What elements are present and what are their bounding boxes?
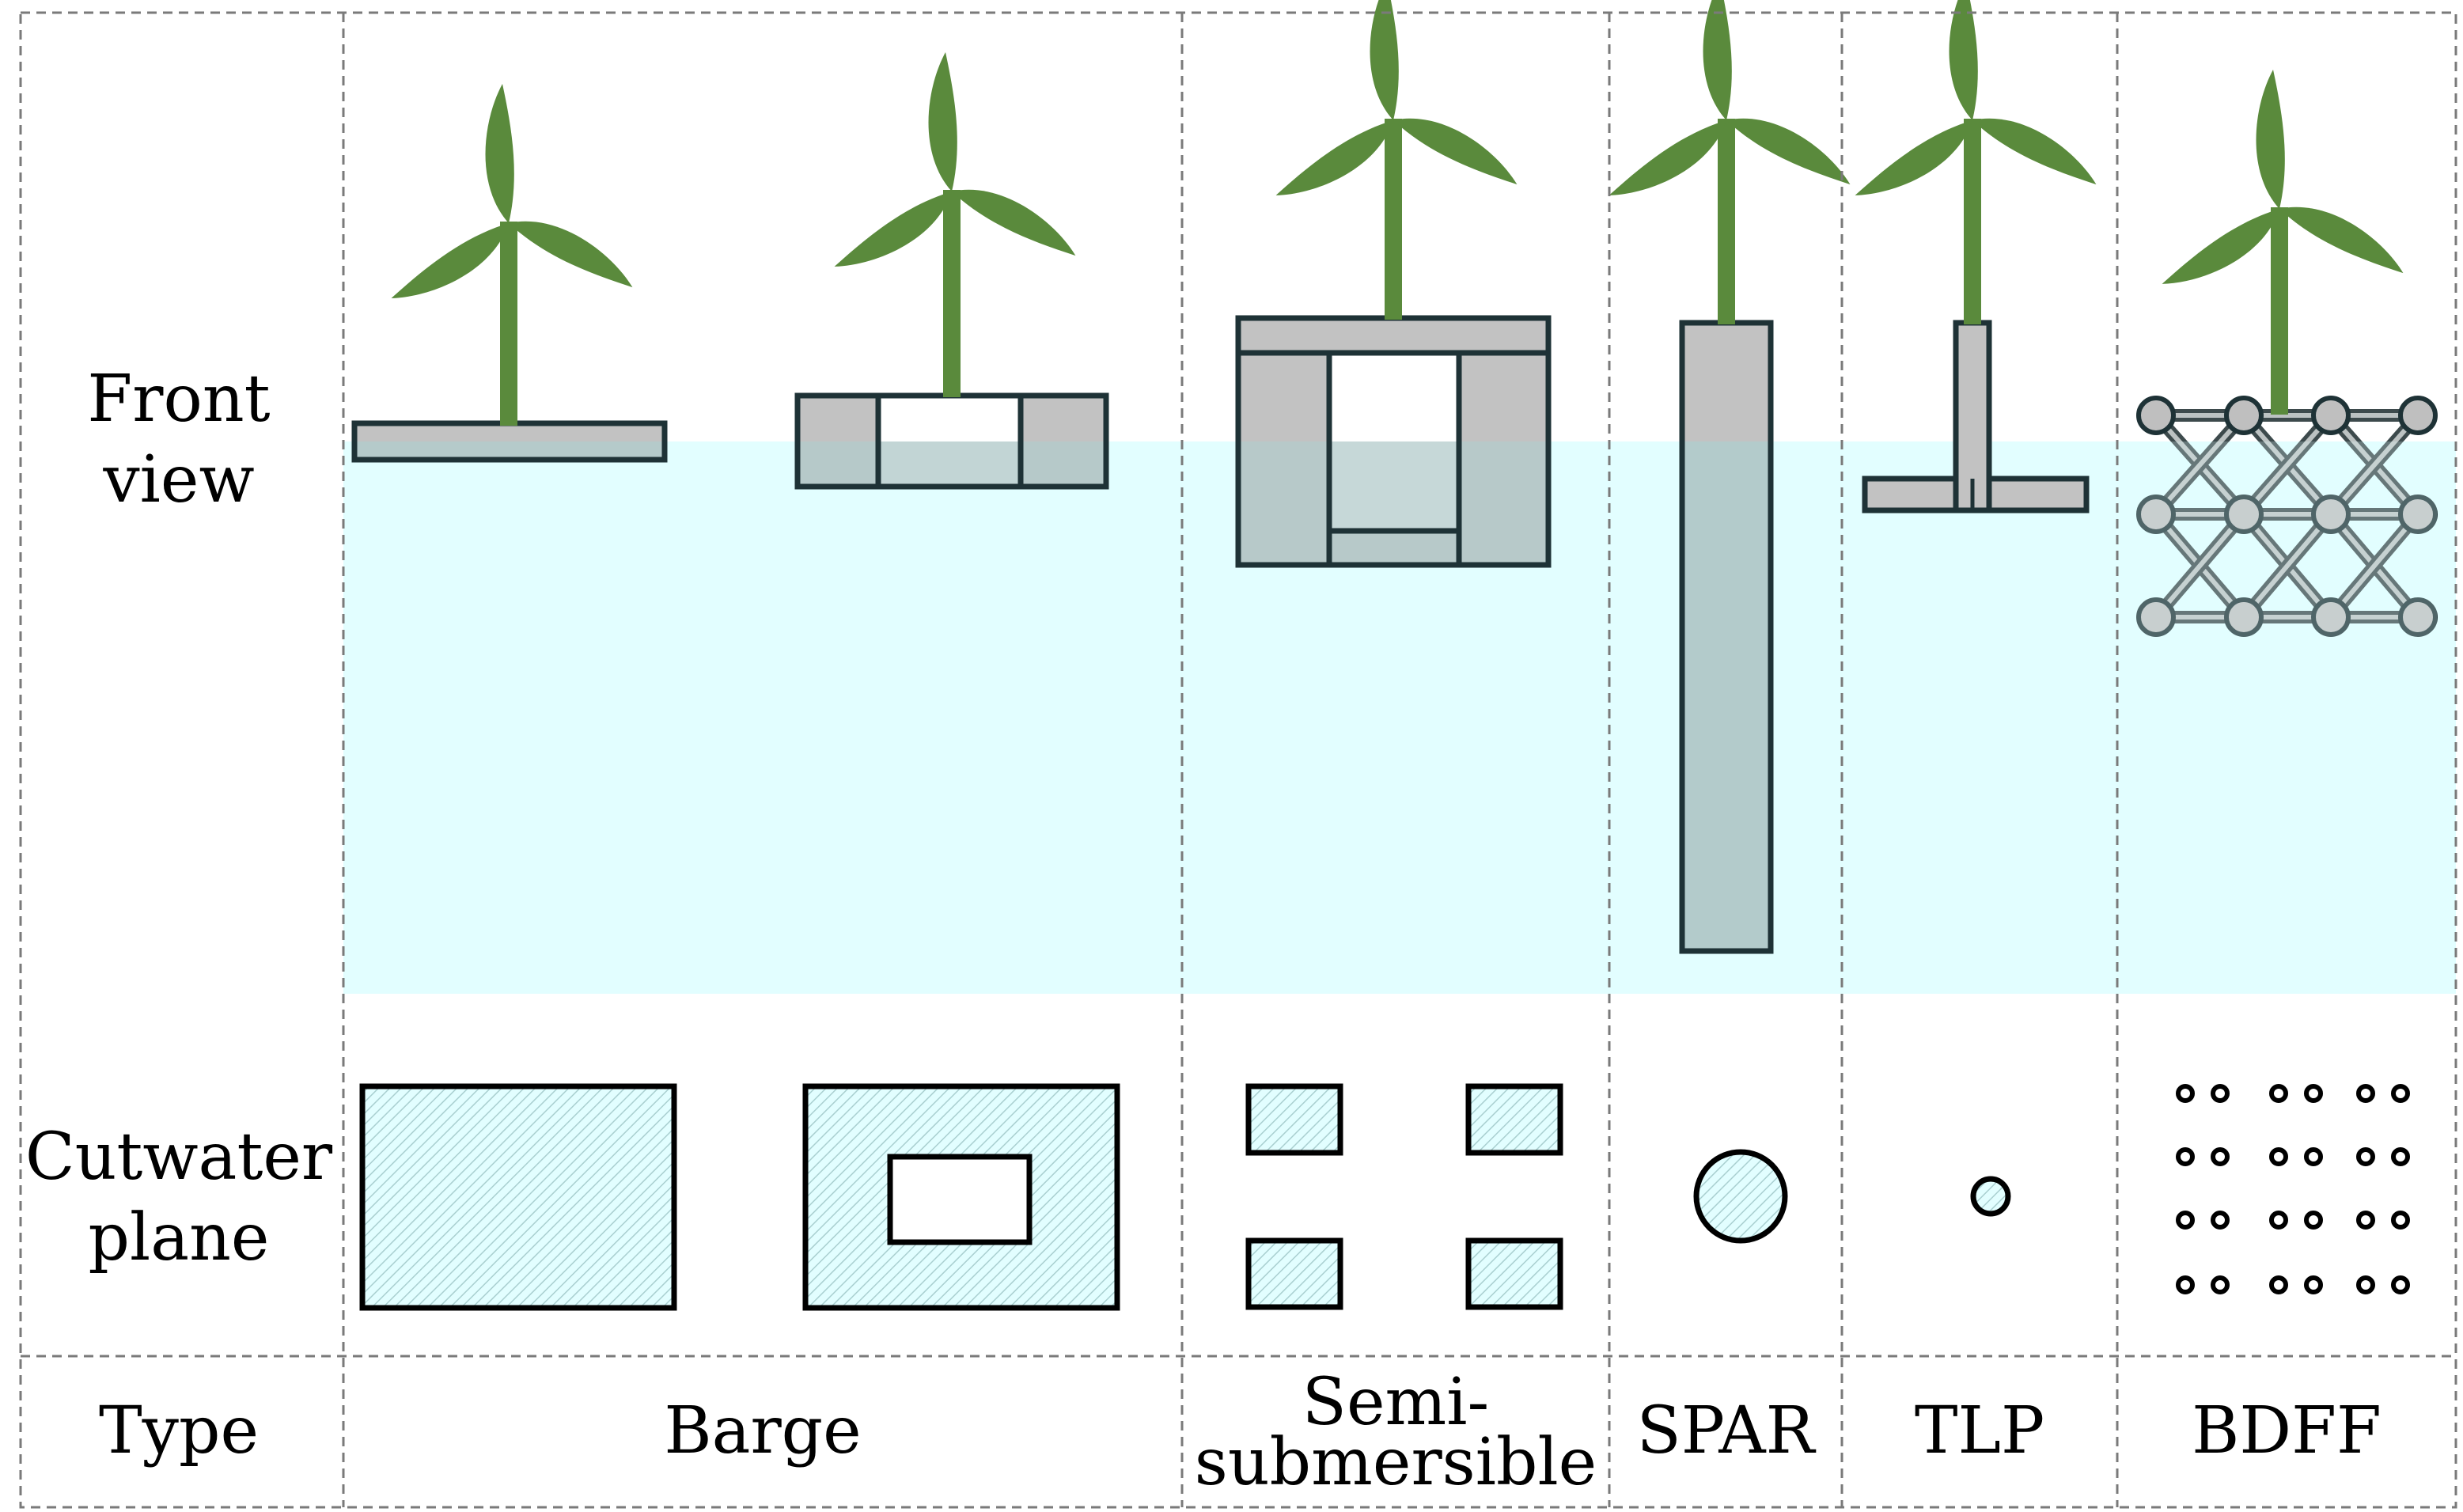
bdff-cutwater-dot xyxy=(2176,1211,2195,1230)
spar-cutwater xyxy=(1693,1149,1788,1244)
wind-turbine-icon xyxy=(2156,70,2412,415)
bdff-cutwater-dot xyxy=(2304,1147,2323,1166)
bdff-cutwater-dot xyxy=(2211,1211,2230,1230)
lattice-member-inner xyxy=(2154,513,2246,619)
wind-turbine-icon xyxy=(1849,0,2105,324)
row-label-cutwater-line2: plane xyxy=(89,1200,270,1275)
lattice-member-inner xyxy=(2328,414,2420,516)
bdff-cutwater-dot xyxy=(2304,1275,2323,1294)
type-label-bdff: BDFF xyxy=(2192,1393,2382,1468)
lattice-node xyxy=(2398,597,2438,637)
type-label-spar: SPAR xyxy=(1637,1393,1817,1468)
lattice-node xyxy=(2224,396,2264,435)
lattice-node xyxy=(2224,495,2264,534)
tlp-front xyxy=(1862,320,2090,513)
tlp-cutwater xyxy=(1970,1176,2011,1217)
row-label-front-view-line2: view xyxy=(102,442,254,517)
lattice-node xyxy=(2398,495,2438,534)
bdff-cutwater-dot xyxy=(2176,1275,2195,1294)
row-label-front-view-line1: Front xyxy=(87,362,270,437)
type-label-semi-line2: submersible xyxy=(1195,1425,1597,1500)
bdff-cutwater-dot xyxy=(2211,1275,2230,1294)
barge-flat-front xyxy=(351,420,668,463)
lattice-member-inner xyxy=(2328,513,2420,619)
bdff-cutwater-dot xyxy=(2304,1211,2323,1230)
semi-submersible-cutwater xyxy=(1245,1083,1563,1310)
bdff-cutwater-dot xyxy=(2356,1147,2375,1166)
lattice-member-inner xyxy=(2241,414,2333,516)
wind-turbine-icon xyxy=(828,52,1085,397)
lattice-node xyxy=(2311,597,2351,637)
bdff-cutwater-dot xyxy=(2211,1084,2230,1103)
wind-turbine-icon xyxy=(1603,0,1859,324)
type-label-barge: Barge xyxy=(664,1393,861,1468)
barge-moonpool-cutwater xyxy=(802,1083,1120,1311)
lattice-member-inner xyxy=(2154,414,2246,516)
bdff-cutwater-dot xyxy=(2304,1084,2323,1103)
wind-turbine-icon xyxy=(385,84,642,426)
spar-front xyxy=(1679,320,1774,954)
lattice-member-inner xyxy=(2241,513,2333,619)
type-label-semi-line1: Semi- xyxy=(1302,1365,1489,1440)
bdff-cutwater-dot xyxy=(2269,1275,2288,1294)
lattice-node xyxy=(2136,495,2176,534)
bdff-cutwater-dot xyxy=(2391,1211,2410,1230)
bdff-cutwater-dot xyxy=(2391,1275,2410,1294)
row-label-cutwater-line1: Cutwater xyxy=(25,1120,333,1195)
table-grid xyxy=(19,11,2457,1509)
bdff-cutwater xyxy=(2176,1084,2410,1294)
bdff-cutwater-dot xyxy=(2391,1147,2410,1166)
lattice-node xyxy=(2224,597,2264,637)
bdff-cutwater-dot xyxy=(2176,1147,2195,1166)
bdff-submerged-tint xyxy=(2136,441,2437,639)
bdff-cutwater-dot xyxy=(2211,1147,2230,1166)
bdff-cutwater-dot xyxy=(2356,1211,2375,1230)
bdff-front xyxy=(2136,396,2438,639)
bdff-cutwater-dot xyxy=(2356,1275,2375,1294)
lattice-node xyxy=(2311,396,2351,435)
bdff-cutwater-dot xyxy=(2391,1084,2410,1103)
lattice-node xyxy=(2398,396,2438,435)
type-label-tlp: TLP xyxy=(1915,1393,2044,1468)
row-label-type: Type xyxy=(99,1393,259,1468)
lattice-node xyxy=(2311,495,2351,534)
semi-submersible-front xyxy=(1235,315,1552,568)
bdff-cutwater-dot xyxy=(2269,1084,2288,1103)
lattice-node xyxy=(2136,396,2176,435)
barge-moonpool-front xyxy=(794,392,1109,490)
bdff-cutwater-dot xyxy=(2176,1084,2195,1103)
lattice-node xyxy=(2136,597,2176,637)
bdff-cutwater-dot xyxy=(2269,1147,2288,1166)
bdff-cutwater-dot xyxy=(2269,1211,2288,1230)
barge-flat-cutwater xyxy=(359,1083,677,1311)
bdff-cutwater-dot xyxy=(2356,1084,2375,1103)
wind-turbine-icon xyxy=(1270,0,1526,320)
